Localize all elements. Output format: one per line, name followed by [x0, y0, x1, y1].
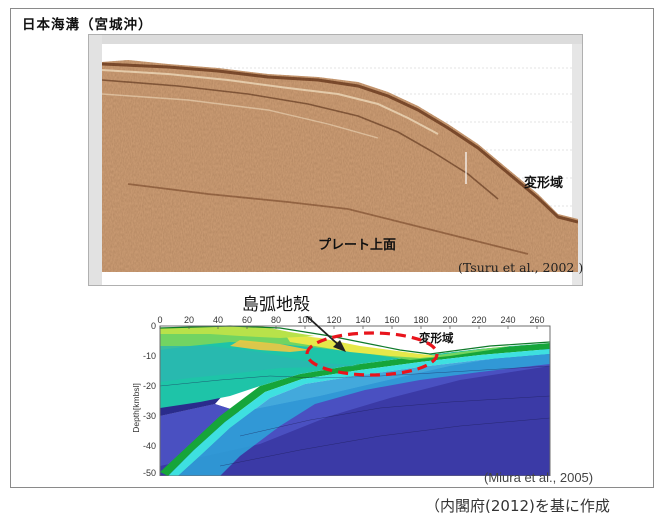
ytick-label: -20: [143, 381, 156, 391]
seismic-citation: (Tsuru et al., 2002 ): [458, 260, 584, 275]
xtick-label: 60: [242, 316, 252, 325]
ytick-label: 0: [151, 321, 156, 331]
ytick-label: -10: [143, 351, 156, 361]
model-citation: (Miura et al., 2005): [484, 470, 594, 485]
xtick-label: 20: [184, 316, 194, 325]
arc-crust-label: 島弧地殻: [242, 295, 310, 315]
model-deformation-label: 変形域: [419, 331, 454, 345]
ytick-label: -40: [143, 441, 156, 451]
xtick-label: 140: [355, 316, 370, 325]
model-plate-green: [160, 343, 550, 476]
xtick-label: 40: [213, 316, 223, 325]
ytick-label: -30: [143, 411, 156, 421]
source-footnote: （内閣府(2012)を基に作成: [425, 497, 610, 515]
seismic-plate-label: プレート上面: [318, 238, 397, 253]
arc-pointer-arrow: [305, 316, 343, 349]
xtick-label: 120: [326, 316, 341, 325]
model-plot-frame: [159, 325, 551, 476]
seismic-top-axis: [88, 34, 583, 44]
xtick-label: 260: [529, 316, 544, 325]
xtick-label: 160: [384, 316, 399, 325]
seismic-left-axis: [88, 34, 102, 286]
arc-crust-highlight: [305, 331, 439, 377]
model-ylabel: Depth[kmbsl]: [131, 383, 141, 433]
xtick-label: 80: [271, 316, 281, 325]
velocity-model: 0 20 40 60 80 100 120 140 160 180 200 22…: [130, 316, 562, 476]
figure-title: 日本海溝（宮城沖）: [22, 17, 153, 33]
xtick-label: 200: [442, 316, 457, 325]
xtick-label: 220: [471, 316, 486, 325]
xtick-label: 180: [413, 316, 428, 325]
xtick-label: 100: [297, 316, 312, 325]
seismic-deformation-label: 変形域: [524, 176, 564, 191]
seismic-right-axis: [572, 44, 583, 286]
xtick-label: 240: [500, 316, 515, 325]
model-seafloor-line: [159, 325, 551, 355]
ytick-label: -50: [143, 468, 156, 476]
seismic-profile: [88, 34, 583, 286]
xtick-label: 0: [157, 316, 162, 325]
